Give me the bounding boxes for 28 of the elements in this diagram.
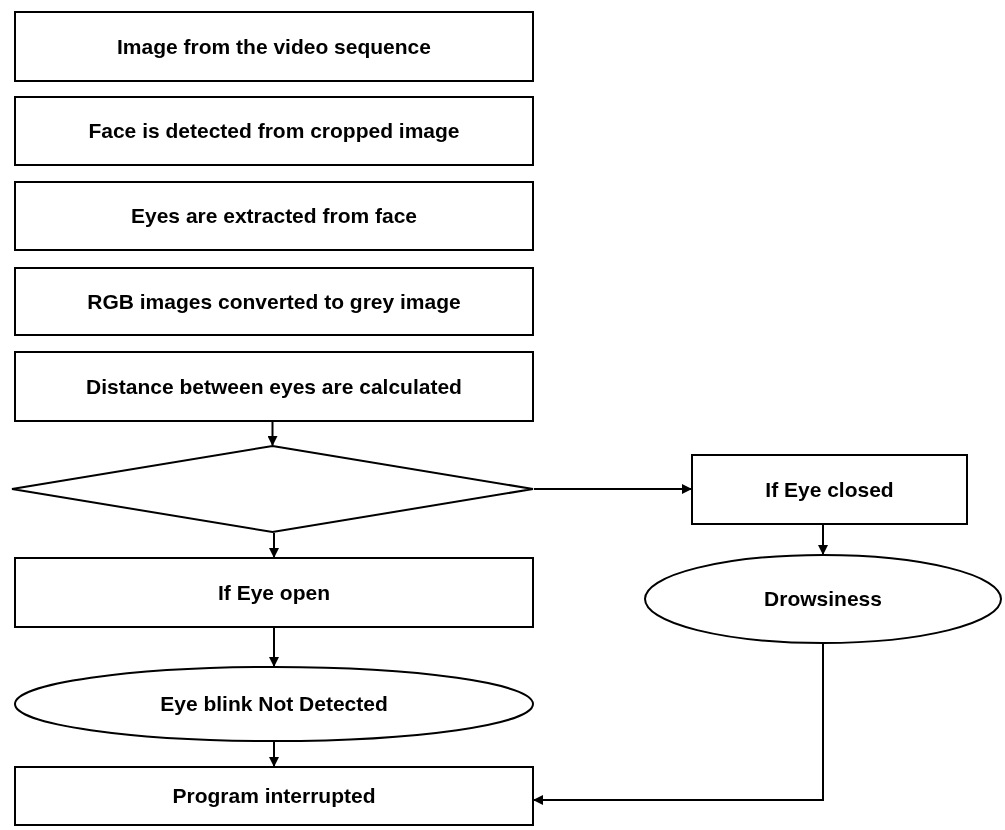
step-text: If Eye closed: [765, 477, 894, 502]
terminal-ellipse: [644, 554, 1002, 644]
process-box: [14, 267, 534, 336]
process-box: [14, 181, 534, 251]
terminal-ellipse: [14, 666, 534, 742]
step-text: If Eye open: [218, 580, 330, 605]
step-text: Distance between eyes are calculated: [86, 374, 462, 399]
step-text: Eye blink Not Detected: [160, 692, 388, 716]
process-box: [14, 351, 534, 422]
step-text: Program interrupted: [172, 784, 376, 808]
arrow: [269, 741, 279, 767]
process-box: [14, 766, 534, 826]
step-text: Face is detected from cropped image: [88, 119, 460, 143]
process-box: [14, 11, 534, 82]
step-text: Eyes are extracted from face: [131, 204, 417, 228]
step-text: Drowsiness: [764, 587, 882, 611]
arrow: [269, 532, 279, 558]
arrow: [269, 627, 279, 667]
process-box: [14, 557, 534, 628]
decision-diamond: [11, 445, 534, 533]
process-box: [691, 454, 968, 525]
step-text: Image from the video sequence: [117, 34, 431, 59]
arrow: [533, 643, 824, 805]
step-text: RGB images converted to grey image: [87, 289, 461, 314]
arrow: [267, 421, 278, 446]
arrow: [533, 484, 692, 494]
arrow: [818, 524, 828, 555]
process-box: [14, 96, 534, 166]
